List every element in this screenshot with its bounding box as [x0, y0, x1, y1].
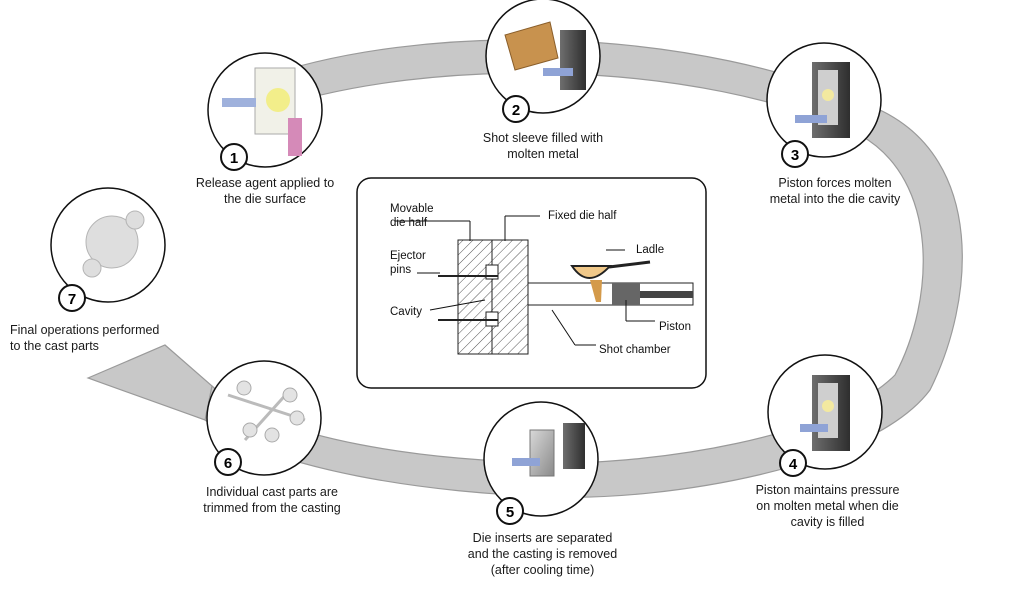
- label-ejector-pins-line2: pins: [390, 264, 411, 276]
- step-2-caption: Shot sleeve filled with molten metal: [482, 131, 604, 161]
- label-movable-die-half-line2: die half: [390, 217, 428, 229]
- label-shot-chamber: Shot chamber: [599, 344, 671, 356]
- label-cavity: Cavity: [390, 306, 422, 318]
- step-5-number: 5: [506, 504, 514, 521]
- step-1-illustration: 1: [207, 52, 323, 171]
- step-5-illustration: 5: [483, 401, 599, 525]
- step-6-caption: Individual cast parts are trimmed from t…: [203, 485, 341, 515]
- cycle-arrowhead: [86, 344, 213, 421]
- step-6-number: 6: [224, 455, 232, 472]
- cycle-ring: [86, 39, 963, 498]
- step-3-caption: Piston forces molten metal into the die …: [769, 176, 901, 206]
- step-7-number: 7: [68, 291, 76, 308]
- step-1-number: 1: [230, 150, 238, 167]
- label-fixed-die-half: Fixed die half: [548, 210, 617, 222]
- step-2-number: 2: [512, 102, 520, 119]
- step-7-caption: Final operations performed to the cast p…: [10, 323, 160, 353]
- step-3-number: 3: [791, 147, 799, 164]
- step-7-illustration: 7: [50, 187, 166, 312]
- step-5-caption: Die inserts are separated and the castin…: [467, 531, 618, 577]
- step-3-illustration: 3: [766, 42, 882, 168]
- die-casting-schematic: Movable die half Fixed die half Ladle Ej…: [356, 177, 707, 389]
- label-movable-die-half-line1: Movable: [390, 203, 433, 215]
- label-ladle: Ladle: [636, 244, 664, 256]
- label-piston: Piston: [659, 321, 691, 333]
- step-4-number: 4: [789, 456, 798, 473]
- step-6-illustration: 6: [206, 360, 322, 476]
- step-2-illustration: 2: [485, 0, 601, 123]
- step-1-caption: Release agent applied to the die surface: [195, 176, 335, 206]
- label-ejector-pins-line1: Ejector: [390, 250, 426, 262]
- step-4-caption: Piston maintains pressure on molten meta…: [755, 483, 900, 529]
- step-4-illustration: 4: [767, 354, 883, 477]
- label-movable-die-half: Movable die half: [390, 203, 437, 229]
- label-ejector-pins: Ejector pins: [390, 250, 429, 276]
